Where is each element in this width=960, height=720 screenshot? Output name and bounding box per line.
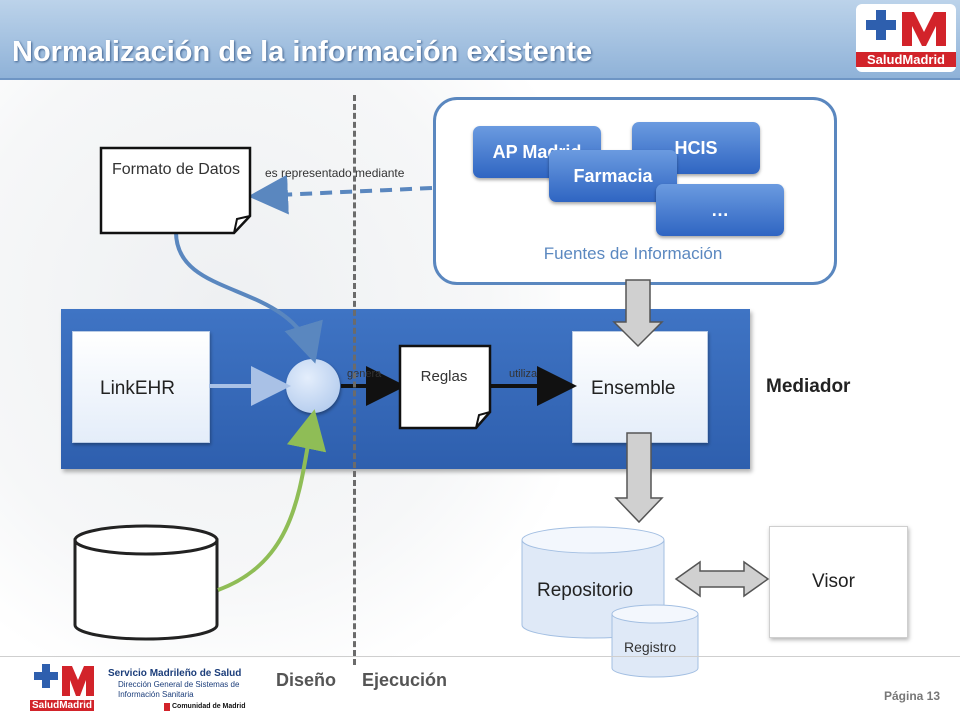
repositorio-label: Repositorio	[537, 580, 634, 601]
ensemble-to-repositorio-arrow	[614, 432, 664, 524]
page-number: Página 13	[884, 689, 941, 703]
source-more: …	[656, 184, 784, 236]
represented-label: es representado mediante	[265, 166, 405, 180]
source-farmacia: Farmacia	[549, 150, 677, 202]
formato-note-shape	[99, 146, 252, 235]
utiliza-label: utiliza	[509, 368, 538, 380]
page-title: Normalización de la información existent…	[12, 36, 593, 68]
ensemble-label: Ensemble	[591, 378, 676, 399]
database-cylinder	[73, 524, 219, 641]
formato-to-node-arrow	[174, 231, 323, 364]
saludmadrid-mark-icon	[866, 10, 946, 46]
repositorio-visor-arrow	[674, 560, 770, 598]
footer-divider	[0, 656, 960, 657]
execution-label: Ejecución	[362, 670, 448, 690]
mediator-label: Mediador	[766, 376, 851, 397]
reglas-label: Reglas	[420, 368, 468, 385]
saludmadrid-logo: SaludMadrid	[856, 4, 956, 72]
sources-label: Fuentes de Información	[543, 244, 723, 263]
footer-cm: Comunidad de Madrid	[172, 703, 246, 710]
linkehr-label: LinkEHR	[100, 378, 175, 399]
design-label: Diseño	[276, 670, 337, 690]
registro-label: Registro	[624, 639, 677, 655]
footer-logo-text: SaludMadrid	[30, 700, 94, 711]
sources-to-ensemble-arrow	[612, 279, 664, 348]
merge-node	[286, 359, 340, 413]
visor-box	[769, 526, 908, 638]
represented-arrow	[248, 174, 433, 215]
footer-logo-icon	[34, 664, 170, 711]
database-to-node-arrow	[217, 409, 327, 592]
formato-label: Formato de Datos	[111, 161, 241, 178]
footer-org-name: Servicio Madrileño de Salud	[108, 668, 242, 679]
reglas-note-shape	[398, 344, 492, 430]
registro-cylinder	[611, 604, 699, 678]
header-bar: Normalización de la información existent…	[0, 0, 960, 80]
footer-org-sub: Dirección General de Sistemas de Informa…	[118, 680, 240, 699]
logo-text: SaludMadrid	[856, 52, 956, 67]
visor-label: Visor	[812, 571, 855, 592]
design-execution-divider	[353, 95, 356, 665]
